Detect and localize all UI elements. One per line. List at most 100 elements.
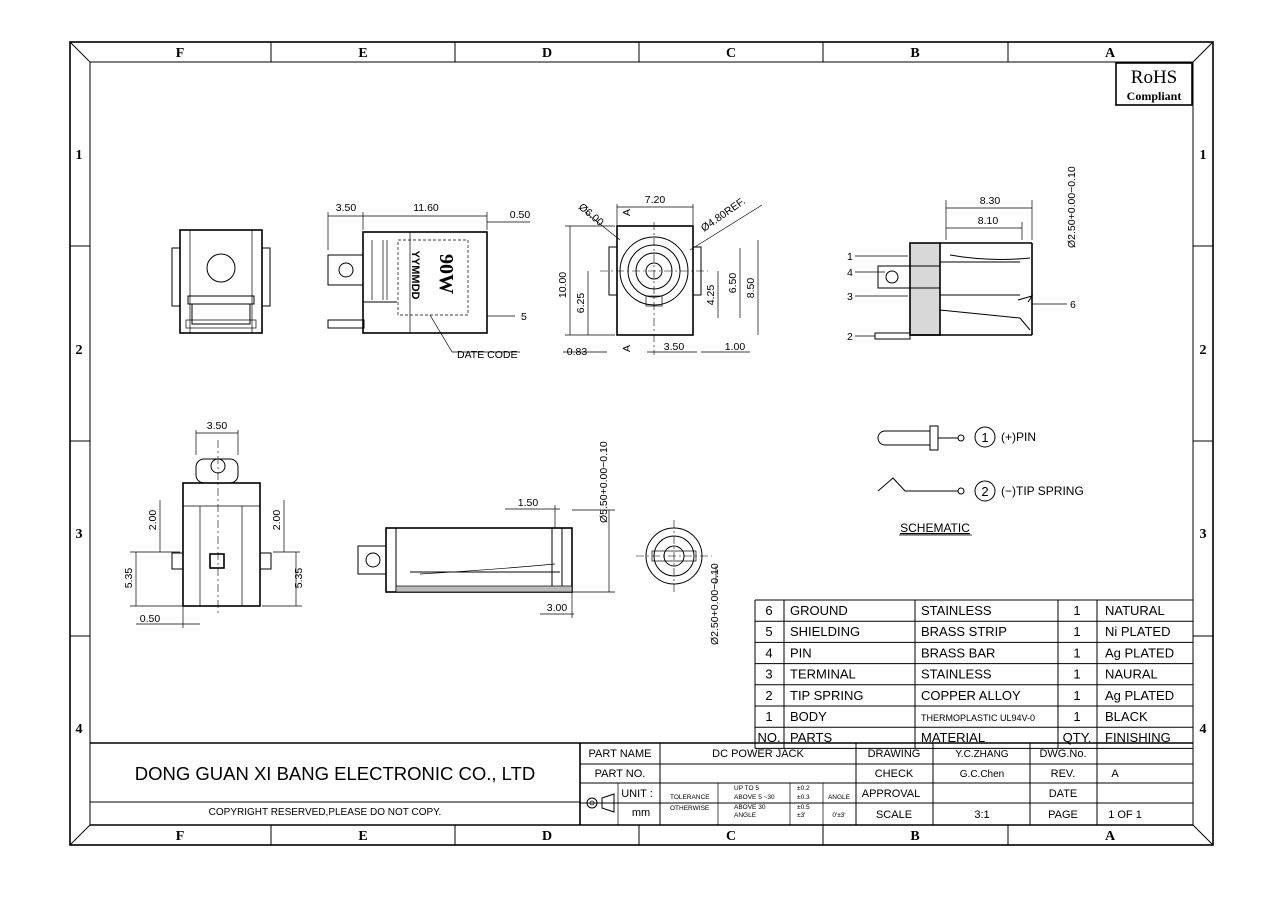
- end-view: [171, 229, 271, 334]
- angle-value: 0'±3': [832, 812, 845, 819]
- callout-3: 3: [847, 291, 853, 303]
- rohs-subtitle: Compliant: [1127, 89, 1182, 103]
- company-name: DONG GUAN XI BANG ELECTRONIC CO., LTD: [135, 763, 536, 784]
- callout-4: 4: [847, 267, 853, 279]
- zone-row-left: 2: [76, 343, 83, 358]
- bom-row-no: 5: [765, 624, 772, 639]
- zone-col-top: B: [910, 46, 919, 61]
- dim-dia-4.80-ref: Ø4.80REF.: [699, 195, 748, 234]
- date-label: DATE: [1049, 788, 1078, 800]
- scale-label: SCALE: [876, 809, 912, 821]
- check-value: G.C.Chen: [960, 769, 1004, 780]
- bom-row-finishing: Ag PLATED: [1105, 688, 1174, 703]
- bom-header-qty: QTY.: [1063, 730, 1092, 745]
- front-view: 7.20 Ø6.00 Ø4.80REF. 10.00 6.25 4.25 6.5…: [557, 194, 763, 358]
- tolerance-otherwise: OTHERWISE: [670, 805, 710, 812]
- tol-range-4: ANGLE: [734, 812, 757, 819]
- bom-row-finishing: Ag PLATED: [1105, 645, 1174, 660]
- date-code-label: DATE CODE: [457, 349, 517, 361]
- dim-8.50: 8.50: [745, 278, 757, 299]
- drawing-value: Y.C.ZHANG: [955, 749, 1008, 760]
- rev-value: A: [1111, 768, 1119, 780]
- tol-range-3: ABOVE 30: [734, 804, 766, 811]
- dim-dia-2.50-lower: Ø2.50+0.00−0.10: [709, 563, 721, 645]
- section-mark-a-bottom: A: [621, 345, 633, 352]
- dim-2.00-right: 2.00: [271, 510, 283, 531]
- dim-dia-5.50: Ø5.50+0.00−0.10: [598, 441, 610, 523]
- dim-0.50: 0.50: [510, 209, 531, 221]
- check-label: CHECK: [875, 768, 914, 780]
- bom-row-finishing: BLACK: [1105, 709, 1148, 724]
- zone-row-left: 1: [76, 148, 83, 163]
- dim-dia-2.50: Ø2.50+0.00−0.10: [1066, 166, 1078, 248]
- section-view: 1 4 3 2 6 8.30 8.10 Ø2.50+0.00−0.10: [847, 166, 1078, 343]
- bom-header-finishing: FINISHING: [1105, 730, 1171, 745]
- dim-11.60: 11.60: [413, 202, 439, 214]
- bom-row-material: THERMOPLASTIC UL94V-0: [921, 713, 1035, 723]
- zone-row-left: 3: [76, 527, 83, 542]
- dim-0.83: 0.83: [567, 346, 588, 358]
- small-end-view: Ø2.50+0.00−0.10: [636, 520, 721, 645]
- bom-row-part: PIN: [790, 645, 812, 660]
- tol-value-2: ±0.3: [797, 794, 810, 801]
- angle-label: ANGLE: [828, 794, 851, 801]
- tol-range-2: ABOVE 5 ~30: [734, 794, 775, 801]
- bom-header-no: NO.: [757, 730, 780, 745]
- marking-text: 90W: [435, 254, 457, 294]
- bom-row-finishing: Ni PLATED: [1105, 624, 1171, 639]
- bom-row-no: 2: [765, 688, 772, 703]
- unit-label: UNIT :: [621, 788, 653, 800]
- approval-label: APPROVAL: [862, 788, 921, 800]
- bom-row-part: GROUND: [790, 603, 848, 618]
- drawing-label: DRAWING: [868, 748, 921, 760]
- bom-row-finishing: NAURAL: [1105, 667, 1158, 682]
- zone-col-bottom: A: [1105, 829, 1116, 844]
- copyright-notice: COPYRIGHT RESERVED,PLEASE DO NOT COPY.: [209, 807, 442, 818]
- dim-8.30: 8.30: [980, 195, 1001, 207]
- dim-8.10: 8.10: [978, 215, 999, 227]
- dwg-no-label: DWG.No.: [1039, 748, 1086, 760]
- bom-row-qty: 1: [1073, 645, 1080, 660]
- zone-col-top: A: [1105, 46, 1116, 61]
- bom-row-part: BODY: [790, 709, 827, 724]
- unit-value: mm: [632, 807, 650, 819]
- title-block: DONG GUAN XI BANG ELECTRONIC CO., LTD CO…: [90, 742, 1193, 826]
- zone-col-bottom: F: [176, 829, 185, 844]
- schematic-pin-number: 1: [981, 430, 988, 445]
- dim-2.00-left: 2.00: [147, 510, 159, 531]
- dim-6.50: 6.50: [727, 273, 739, 294]
- bom-header-material: MATERIAL: [921, 730, 985, 745]
- lower-side-view: 1.50 Ø5.50+0.00−0.10 3.00: [357, 441, 615, 618]
- bom-row-qty: 1: [1073, 603, 1080, 618]
- bom-row-no: 4: [765, 645, 772, 660]
- dim-3.00: 3.00: [547, 602, 568, 614]
- zone-row-right: 3: [1200, 527, 1207, 542]
- bom-row-material: STAINLESS: [921, 603, 992, 618]
- zone-col-top: F: [176, 46, 185, 61]
- dim-5.35-right: 5.35: [293, 568, 305, 589]
- bom-row-part: TIP SPRING: [790, 688, 863, 703]
- dim-1.50: 1.50: [518, 497, 539, 509]
- page-label: PAGE: [1048, 809, 1078, 821]
- part-no-label: PART NO.: [595, 768, 646, 780]
- zone-col-bottom: E: [358, 829, 367, 844]
- zone-col-bottom: D: [542, 829, 552, 844]
- tol-value-3: ±0.5: [797, 804, 810, 811]
- zone-row-right: 1: [1200, 148, 1207, 163]
- dim-1.00: 1.00: [725, 341, 746, 353]
- zone-col-top: E: [358, 46, 367, 61]
- dim-7.20: 7.20: [645, 194, 666, 206]
- zone-col-bottom: C: [726, 829, 736, 844]
- callout-1: 1: [847, 251, 853, 263]
- page-value: 1 OF 1: [1108, 809, 1142, 821]
- part-name-label: PART NAME: [589, 748, 652, 760]
- bom-row-part: TERMINAL: [790, 667, 856, 682]
- datecode-marking: YYMMDD: [409, 251, 421, 300]
- bom-row-qty: 1: [1073, 709, 1080, 724]
- dim-0.50: 0.50: [140, 613, 161, 625]
- rev-label: REV.: [1051, 768, 1076, 780]
- schematic-tip-number: 2: [981, 484, 988, 499]
- bom-row-qty: 1: [1073, 667, 1080, 682]
